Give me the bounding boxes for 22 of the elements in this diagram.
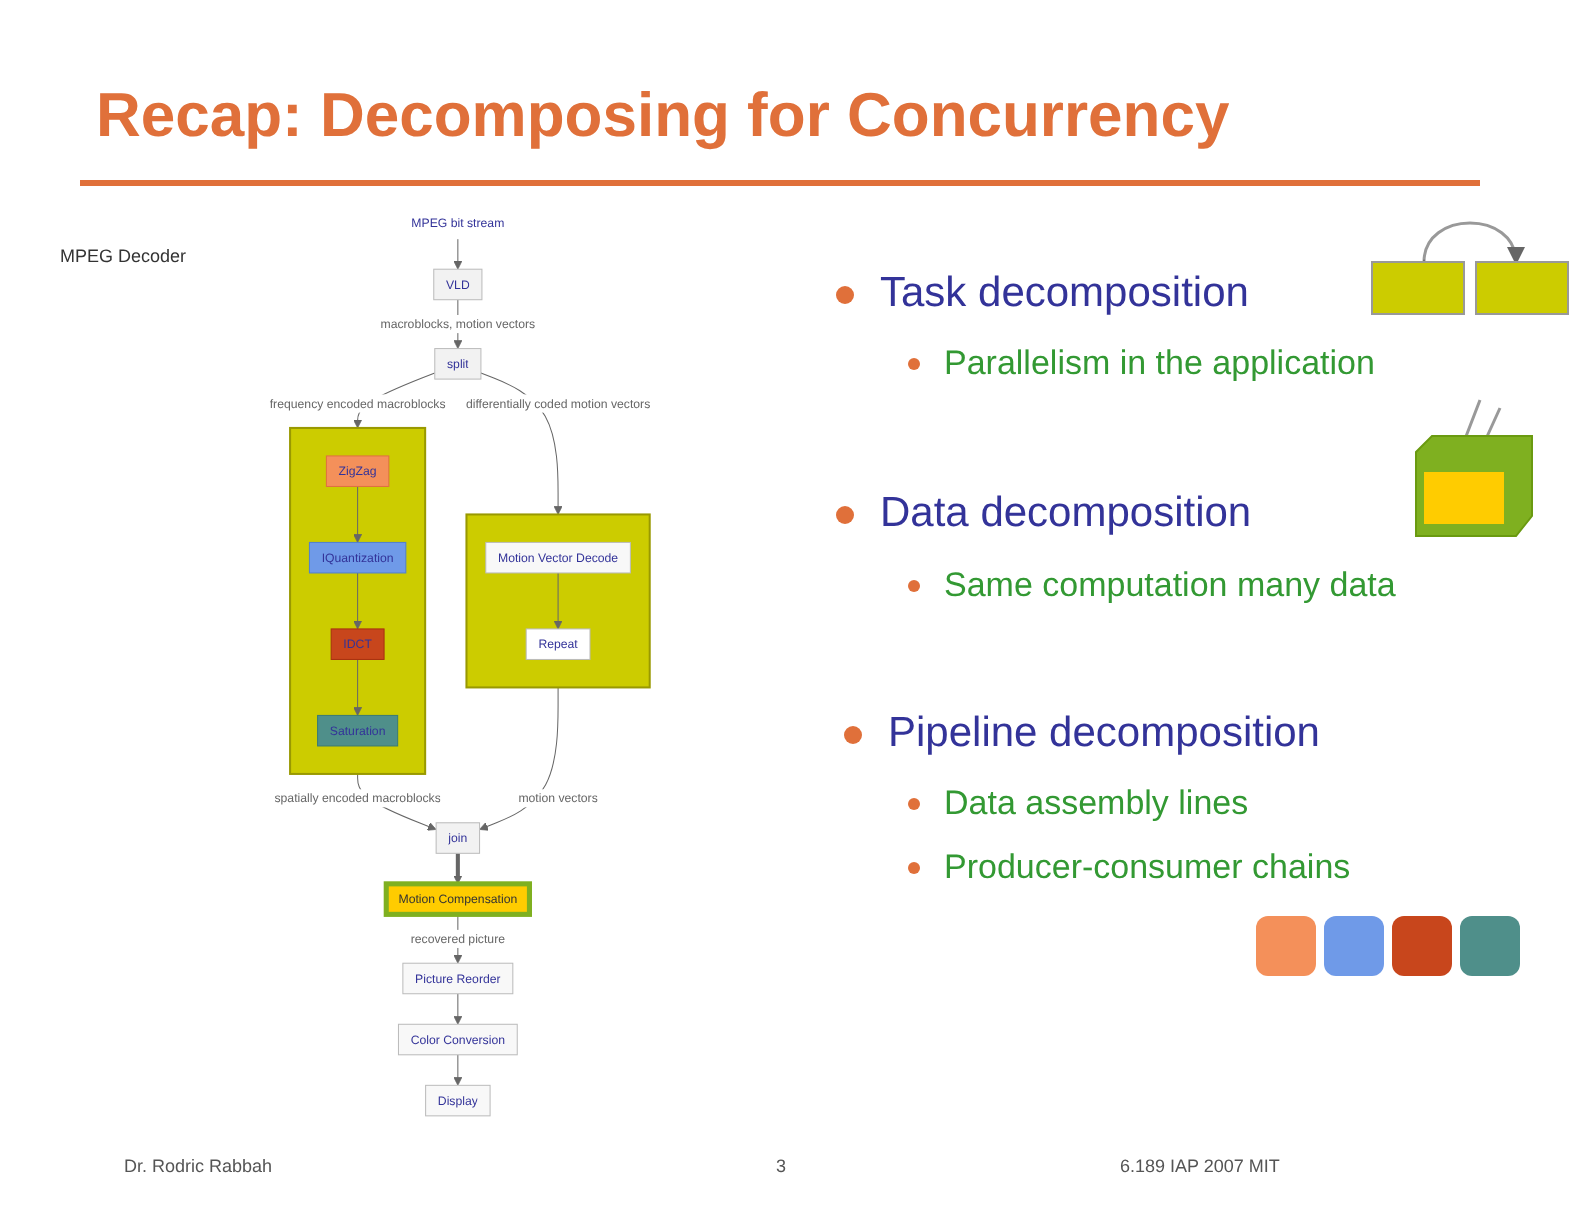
cluster [289,426,427,775]
footer-text: 6.189 IAP 2007 MIT [1120,1156,1280,1176]
sub-bullet-text: Data assembly lines [944,784,1249,824]
arrow [353,658,363,716]
arrow [453,853,463,885]
slide-title: Recap: Decomposing for Concurrency [96,80,1230,152]
footer-text: 3 [776,1156,787,1176]
footer-text: Dr. Rodric Rabbah [124,1156,273,1176]
arrow [353,572,363,630]
arrow [353,485,363,543]
arrow [453,993,463,1025]
cluster [465,513,651,689]
arrow [553,572,563,630]
sub-bullet-text: Same computation many data [944,566,1396,606]
diagram-heading: MPEG Decoder [60,246,187,266]
bullet-text: Task decomposition [880,270,1249,318]
arrow [453,238,463,270]
sub-bullet-text: Parallelism in the application [944,344,1375,384]
arrow [453,1054,463,1086]
bullet-text: Pipeline decomposition [888,710,1320,758]
sub-bullet-text: Producer-consumer chains [944,848,1351,888]
bullet-text: Data decomposition [880,490,1252,538]
